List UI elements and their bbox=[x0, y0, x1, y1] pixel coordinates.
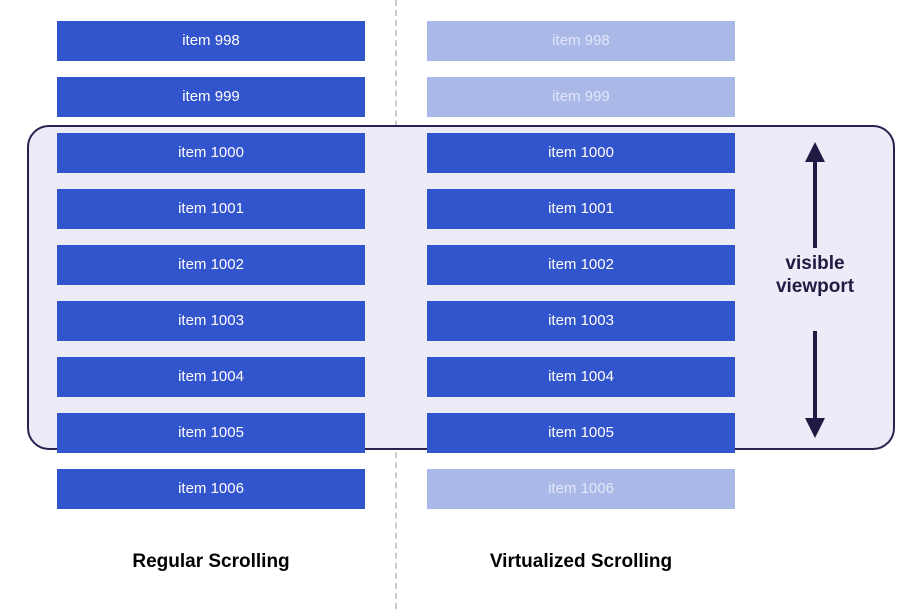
visible-viewport-label-line2: viewport bbox=[775, 276, 855, 297]
list-item[interactable]: item 999 bbox=[427, 77, 735, 117]
list-item[interactable]: item 1001 bbox=[57, 189, 365, 229]
list-item[interactable]: item 1005 bbox=[427, 413, 735, 453]
list-item[interactable]: item 1005 bbox=[57, 413, 365, 453]
list-item[interactable]: item 1001 bbox=[427, 189, 735, 229]
visible-viewport-label: visible viewport bbox=[755, 252, 875, 298]
caption-regular-scrolling: Regular Scrolling bbox=[132, 551, 290, 572]
visible-viewport-label-line1: visible bbox=[785, 253, 845, 274]
list-item[interactable]: item 1004 bbox=[57, 357, 365, 397]
double-arrow-icon bbox=[805, 142, 825, 438]
caption-virtualized-scrolling: Virtualized Scrolling bbox=[489, 551, 673, 572]
column-regular-scrolling: item 998 item 999 item 1000 item 1001 item 1… bbox=[57, 0, 365, 609]
list-item[interactable]: item 1002 bbox=[57, 245, 365, 285]
list-item[interactable]: item 999 bbox=[57, 77, 365, 117]
column-virtualized-scrolling: item 998 item 999 item 1000 item 1001 item 1… bbox=[427, 0, 735, 609]
list-item[interactable]: item 1003 bbox=[427, 301, 735, 341]
list-item[interactable]: item 1002 bbox=[427, 245, 735, 285]
list-item[interactable]: item 1000 bbox=[427, 133, 735, 173]
visible-viewport-annotation: visible viewport bbox=[755, 135, 875, 445]
list-item[interactable]: item 1006 bbox=[57, 469, 365, 509]
list-item[interactable]: item 1000 bbox=[57, 133, 365, 173]
list-item[interactable]: item 998 bbox=[57, 21, 365, 61]
list-item[interactable]: item 1003 bbox=[57, 301, 365, 341]
list-item[interactable]: item 1006 bbox=[427, 469, 735, 509]
list-item[interactable]: item 998 bbox=[427, 21, 735, 61]
list-item[interactable]: item 1004 bbox=[427, 357, 735, 397]
